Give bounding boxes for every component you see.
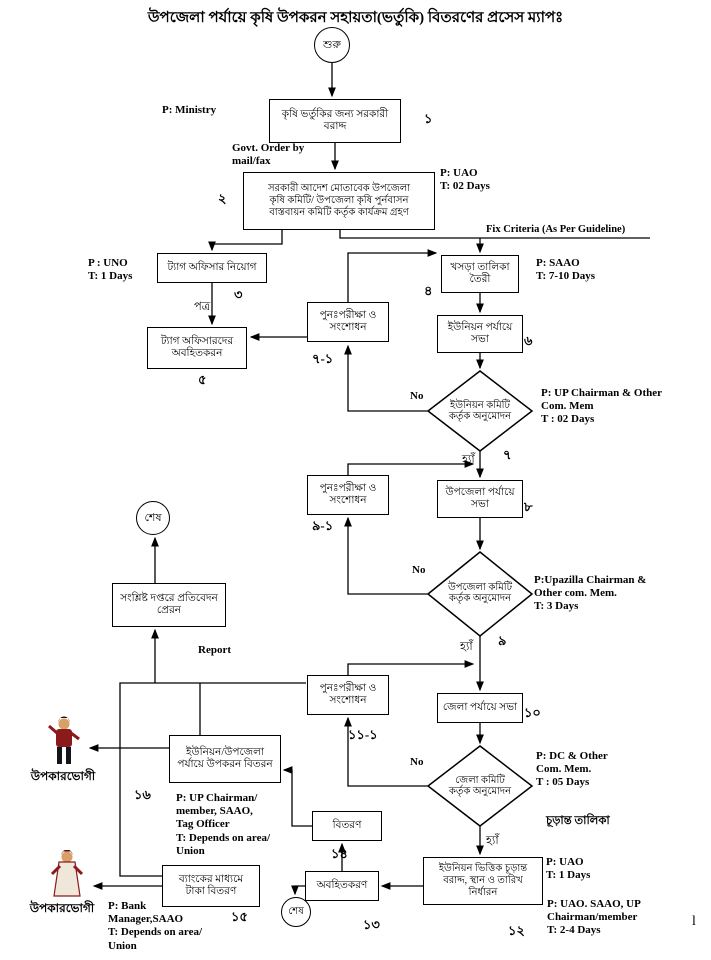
step13-box: অবহিতকরণ [305, 871, 379, 901]
decision-district-committee [426, 745, 534, 827]
step4-number: ৪ [424, 283, 433, 298]
step8-number: ৮ [524, 499, 533, 514]
step2-number: ২ [218, 191, 227, 206]
fix-criteria-label: Fix Criteria (As Per Guideline) [486, 224, 626, 235]
step7-number: ৭ [503, 447, 512, 462]
arrow-s13-to-end [291, 885, 305, 896]
step5-box: ট্যাগ অফিসারদের অবহিতকরন [147, 327, 247, 369]
step8-box: উপজেলা পর্যায়ে সভা [437, 480, 523, 518]
loop-7-1-label: ৭-১ [312, 351, 334, 366]
arrow-recheck1-to-s4 [347, 249, 438, 302]
loop-11-1-label: ১১-১ [348, 727, 378, 742]
annotation-step12-bottom: P: UAO. SAAO, UP Chairman/member T: 2-4 … [547, 898, 641, 937]
letter-label: পত্র [194, 301, 211, 313]
step12-box: ইউনিয়ন ভিত্তিক চূড়ান্ত বরাদ্দ, স্থান ও… [423, 857, 543, 905]
annotation-step12-top: P: UAO T: 1 Days [546, 856, 591, 882]
annotation-saao: P: SAAO T: 7-10 Days [536, 257, 596, 283]
decision11-no: No [410, 756, 424, 768]
step15-number: ১৫ [231, 909, 248, 924]
step13-number: ১৩ [363, 917, 380, 932]
annotation-uno: P : UNO T: 1 Days [88, 257, 133, 283]
step10-number: ১০ [524, 705, 541, 720]
arrow-s14-to-s16 [282, 766, 312, 827]
annotation-step16: P: UP Chairman/ member, SAAO, Tag Office… [176, 792, 271, 857]
step14-number: ১৪ [331, 846, 348, 861]
arrow-recheck3-rejoin [347, 660, 475, 675]
step4-box: খসড়া তালিকা তৈরী [441, 255, 519, 293]
arrow-recheck2-rejoin [347, 460, 475, 475]
annotation-upazilla-chairman: P:Upazilla Chairman & Other com. Mem. T:… [534, 574, 647, 613]
report-box: সংশ্লিষ্ট দপ্তরে প্রতিবেদন প্রেরন [112, 583, 226, 627]
step3-box: ট্যাগ অফিসার নিয়োগ [157, 253, 267, 283]
step3-number: ৩ [234, 287, 243, 302]
step14-box: বিতরণ [312, 811, 382, 841]
beneficiary1-icon [46, 716, 82, 768]
beneficiary2-icon [46, 849, 88, 900]
step12-number: ১২ [508, 923, 525, 938]
step16-number: ১৬ [134, 787, 151, 802]
step15-box: ব্যাংকের মাধ্যমে টাকা বিতরণ [162, 865, 260, 907]
decision7-label: ইউনিয়ন কমিটি কর্তৃক অনুমোদন [448, 399, 512, 423]
step6-box: ইউনিয়ন পর্যায়ে সভা [437, 315, 523, 353]
decision-upazila-committee [426, 551, 534, 637]
step5-number: ৫ [198, 372, 207, 387]
beneficiary2-label: উপকারভোগী [29, 901, 95, 915]
stray-mark: l [692, 914, 696, 929]
line-report-collect [119, 682, 306, 877]
step1-box: কৃষি ভর্তুকির জন্য সরকারী বরাদ্দ [269, 99, 401, 143]
report-label: Report [198, 644, 231, 656]
arrow-d11-no-to-recheck3 [344, 716, 428, 787]
decision11-label: জেলা কমিটি কর্তৃক অনুমোদন [448, 774, 512, 798]
step2-box: সরকারী আদেশ মোতাবেক উপজেলা কৃষি কমিটি/ উ… [243, 172, 435, 230]
arrow-d9-no-to-recheck2 [344, 516, 428, 595]
decision11-yes: হ্যাঁ [486, 835, 499, 847]
arrow-s2-to-s3 [208, 230, 283, 252]
recheck1-box: পুনঃপরীক্ষা ও সংশোধন [307, 302, 389, 342]
line-fix-criteria [339, 230, 650, 239]
step16-box: ইউনিয়ন/উপজেলা পর্যায়ে উপকরন বিতরন [169, 735, 281, 783]
page-title: উপজেলা পর্যায়ে কৃষি উপকরন সহায়তা(ভর্তু… [147, 10, 564, 26]
govt-order-label: Govt. Order by mail/fax [232, 142, 305, 168]
step6-number: ৬ [524, 333, 533, 348]
recheck2-box: পুনঃপরীক্ষা ও সংশোধন [307, 475, 389, 515]
decision9-yes: হ্যাঁ [460, 641, 473, 653]
start-terminal: শুরু [314, 27, 350, 63]
recheck3-box: পুনঃপরীক্ষা ও সংশোধন [307, 675, 389, 715]
decision9-no: No [412, 564, 426, 576]
annotation-bank: P: Bank Manager,SAAO T: Depends on area/… [108, 900, 203, 952]
step1-number: ১ [424, 111, 433, 126]
annotation-uao: P: UAO T: 02 Days [440, 167, 490, 193]
annotation-up-chairman: P: UP Chairman & Other Com. Mem T : 02 D… [541, 387, 662, 426]
beneficiary1-label: উপকারভোগী [30, 769, 96, 783]
arrow-d7-no-to-recheck1 [344, 344, 428, 412]
annotation-ministry: P: Ministry [162, 104, 217, 116]
final-list-label: চূড়ান্ত তালিকা [546, 815, 610, 827]
decision9-label: উপজেলা কমিটি কর্তৃক অনুমোদন [447, 581, 513, 605]
step9-number: ৯ [498, 633, 507, 648]
decision7-yes: হ্যাঁ [462, 454, 475, 466]
decision7-no: No [410, 390, 424, 402]
end-terminal-bottom: শেষ [281, 897, 311, 927]
step10-box: জেলা পর্যায়ে সভা [437, 693, 523, 723]
loop-9-1-label: ৯-১ [312, 518, 334, 533]
annotation-dc: P: DC & Other Com. Mem. T : 05 Days [536, 750, 608, 789]
end-terminal-report: শেষ [136, 501, 170, 535]
decision-union-committee [426, 370, 534, 452]
